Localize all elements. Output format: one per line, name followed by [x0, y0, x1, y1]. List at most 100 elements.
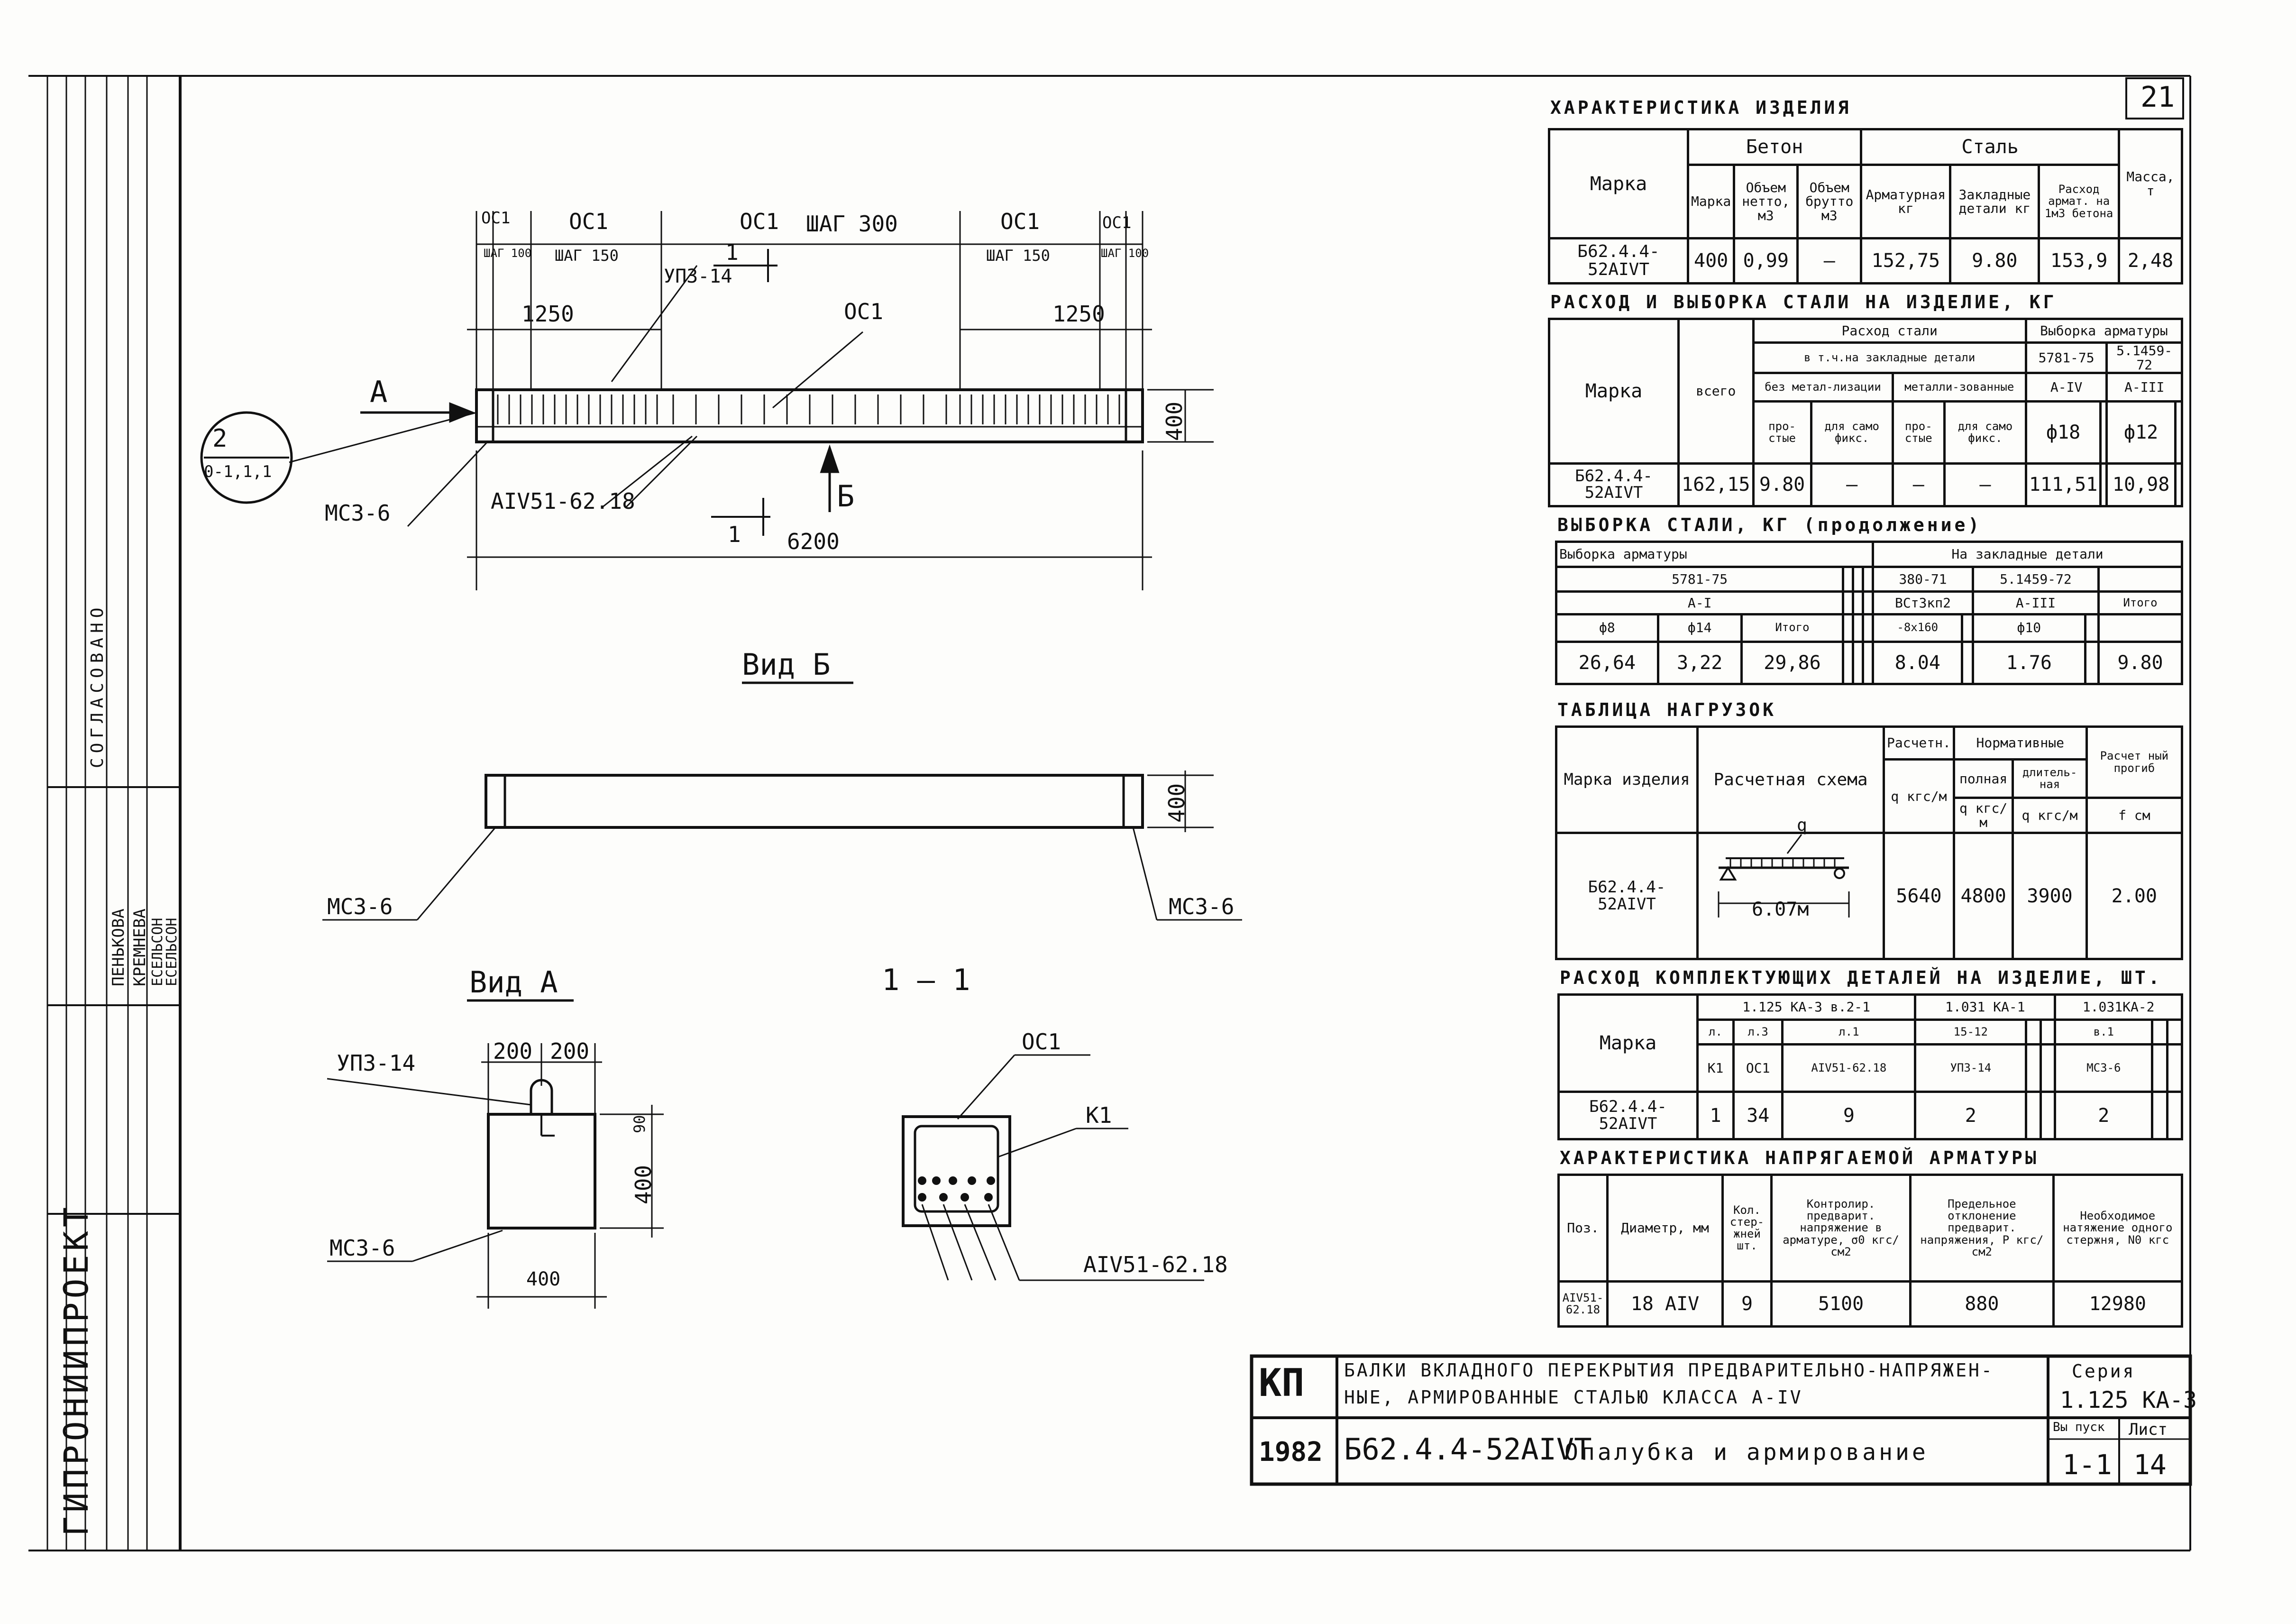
char-h-rate: Расход армат. на 1м3 бетона [2038, 164, 2120, 239]
sc-h-d10: ф10 [1971, 613, 2086, 643]
parts-h-mark: Марка [1557, 993, 1699, 1093]
char-cell-vol-gross: — [1796, 237, 1863, 284]
char-cell-mark: Б62.4.4-52АIVТ [1548, 237, 1689, 284]
view-a-title: Вид А [469, 965, 558, 1000]
load-h-scheme: Расчетная схема [1696, 725, 1885, 835]
char-h-mass: Масса, т [2118, 128, 2183, 239]
dim-1250-right: 1250 [1052, 301, 1105, 327]
sc-h-gost-b: 5.1459-72 [1971, 565, 2100, 593]
ps-cell-force: 12980 [2052, 1280, 2184, 1328]
ps-cell-dev: 880 [1909, 1280, 2055, 1328]
steel-h-mark: Марка [1548, 318, 1680, 465]
steel-cell-mark: Б62.4.4-52АIVТ [1548, 462, 1680, 508]
sc-h-d8: ф8 [1555, 613, 1659, 643]
oc1-label-2: ОС1 [569, 209, 609, 234]
tb-mark: Б62.4.4-52АIVТ [1344, 1432, 1592, 1467]
parts-h-s3: 1.031КА-2 [2054, 993, 2183, 1021]
char-cell-grade: 400 [1686, 237, 1736, 284]
callout-top: 2 [212, 424, 228, 453]
parts-h-l3: л.1 [1781, 1018, 1917, 1046]
parts-h-l5: в.1 [2054, 1018, 2154, 1046]
steel-cont-table: Выборка арматуры На закладные детали 578… [1555, 541, 2184, 685]
sc-h-embed: На закладные детали [1872, 541, 2183, 568]
char-table-title: ХАРАКТЕРИСТИКА ИЗДЕЛИЯ [1550, 97, 1852, 118]
parts-h-k1: К1 [1696, 1043, 1735, 1093]
load-cell-full: 4800 [1952, 832, 2014, 960]
up-label: УП3-14 [664, 266, 732, 287]
steel-h-metal: металли-зованные [1891, 372, 2027, 403]
char-h-rebar: Арматурная кг [1860, 164, 1952, 239]
steel-h-gost1: 5781-75 [2024, 341, 2108, 375]
parts-h-l1: л. [1696, 1018, 1735, 1046]
sc-h-selection: Выборка арматуры [1555, 541, 1875, 568]
char-cell-rate: 153,9 [2038, 237, 2120, 284]
load-cell-defl: 2.00 [2085, 832, 2184, 960]
ps-cell-diam: 18 АIV [1606, 1280, 1724, 1328]
steel-cell-self1: — [1810, 462, 1894, 508]
step-100-left: ШАГ 100 [484, 247, 532, 260]
load-h-norm: Нормативные [1952, 725, 2088, 761]
arrow-a-label: А [370, 375, 388, 409]
sc-cell-d14: 3,22 [1656, 640, 1743, 685]
steel-h-simple1: про-стые [1752, 400, 1812, 465]
parts-h-s1: 1.125 КА-3 в.2-1 [1696, 993, 1917, 1021]
sc-cell-total: 9.80 [2097, 640, 2184, 685]
sc-h-ai: А-I [1555, 590, 1845, 615]
sc-cell-plate: 8.04 [1872, 640, 1964, 685]
sc-h-aiii: А-III [1971, 590, 2100, 615]
ps-h-pos: Поз. [1557, 1174, 1609, 1283]
length-6200: 6200 [787, 529, 840, 554]
section-mark-top: 1 [725, 239, 739, 265]
tb-issue-label: Вы пуск [2053, 1420, 2105, 1434]
steel-h-d18: ф18 [2024, 400, 2102, 465]
char-h-embed: Закладные детали кг [1949, 164, 2040, 239]
dim-1250-left: 1250 [521, 301, 574, 327]
mc-label-main: МС3-6 [325, 500, 391, 526]
ps-cell-control: 5100 [1770, 1280, 1912, 1328]
ps-h-diam: Диаметр, мм [1606, 1174, 1724, 1283]
steel-h-aiv: А-IV [2024, 372, 2108, 403]
steel-cell-simple1: 9.80 [1752, 462, 1812, 508]
ps-h-dev: Предельное отклонение предварит. напряже… [1909, 1174, 2055, 1283]
view-a-w1: 200 [493, 1038, 533, 1064]
load-h-mark: Марка изделия [1555, 725, 1699, 835]
steel-cell-total: 162,15 [1677, 462, 1755, 508]
rebar-label-main: АIV51-62.18 [491, 488, 635, 514]
steel-table: Марка всего Расход стали Выборка арматур… [1548, 317, 2184, 508]
sc-cell-sub: 29,86 [1740, 640, 1845, 685]
load-cell-long: 3900 [2012, 832, 2088, 960]
stamp-name-1: ПЕНЬКОВА [109, 908, 128, 986]
parts-h-rebar: АIV51-62.18 [1781, 1043, 1917, 1093]
section-11-rebar: АIV51-62.18 [1083, 1252, 1228, 1277]
height-400-main: 400 [1162, 401, 1187, 441]
oc1-leader-label: ОС1 [844, 299, 884, 324]
ps-h-control: Контролир. предварит. напряжение в армат… [1770, 1174, 1912, 1283]
steel-h-consumption: Расход стали [1752, 317, 2027, 344]
view-a-mc-label: МС3-6 [329, 1235, 395, 1261]
steel-h-d12: ф12 [2105, 400, 2177, 465]
parts-cell-up: 2 [1914, 1091, 2028, 1140]
load-cell-scheme [1696, 832, 1885, 960]
oc1-label-5: ОС1 [1102, 213, 1132, 232]
load-u-ql: q кгс/м [2012, 797, 2088, 835]
sheet-number: 21 [2140, 81, 2175, 114]
sc-cell-d8: 26,64 [1555, 640, 1659, 685]
step-150-left: ШАГ 150 [555, 247, 619, 265]
tb-sheet-label: Лист [2129, 1420, 2168, 1439]
steel-cell-d12: 10,98 [2105, 462, 2177, 508]
sc-h-gost1: 5781-75 [1555, 565, 1845, 593]
tb-issue: 1-1 [2062, 1449, 2112, 1481]
tb-series: 1.125 КА-3 [2060, 1387, 2197, 1413]
step-100-right: ШАГ 100 [1101, 247, 1149, 260]
steel-h-self1: для само фикс. [1810, 400, 1894, 465]
steel-h-selection: Выборка арматуры [2024, 317, 2184, 344]
sc-h-sub: Итого [1740, 613, 1845, 643]
view-a-h-small: 90 [631, 1115, 649, 1133]
char-cell-rebar: 152,75 [1860, 237, 1952, 284]
load-h-defl: Расчет ный прогиб [2085, 725, 2184, 799]
char-h-grade: Марка [1686, 164, 1736, 239]
load-q-symbol: q [1797, 816, 1807, 835]
char-cell-vol-net: 0,99 [1733, 237, 1799, 284]
sc-h-total: Итого [2097, 590, 2184, 615]
steel-cell-d18: 111,51 [2024, 462, 2102, 508]
